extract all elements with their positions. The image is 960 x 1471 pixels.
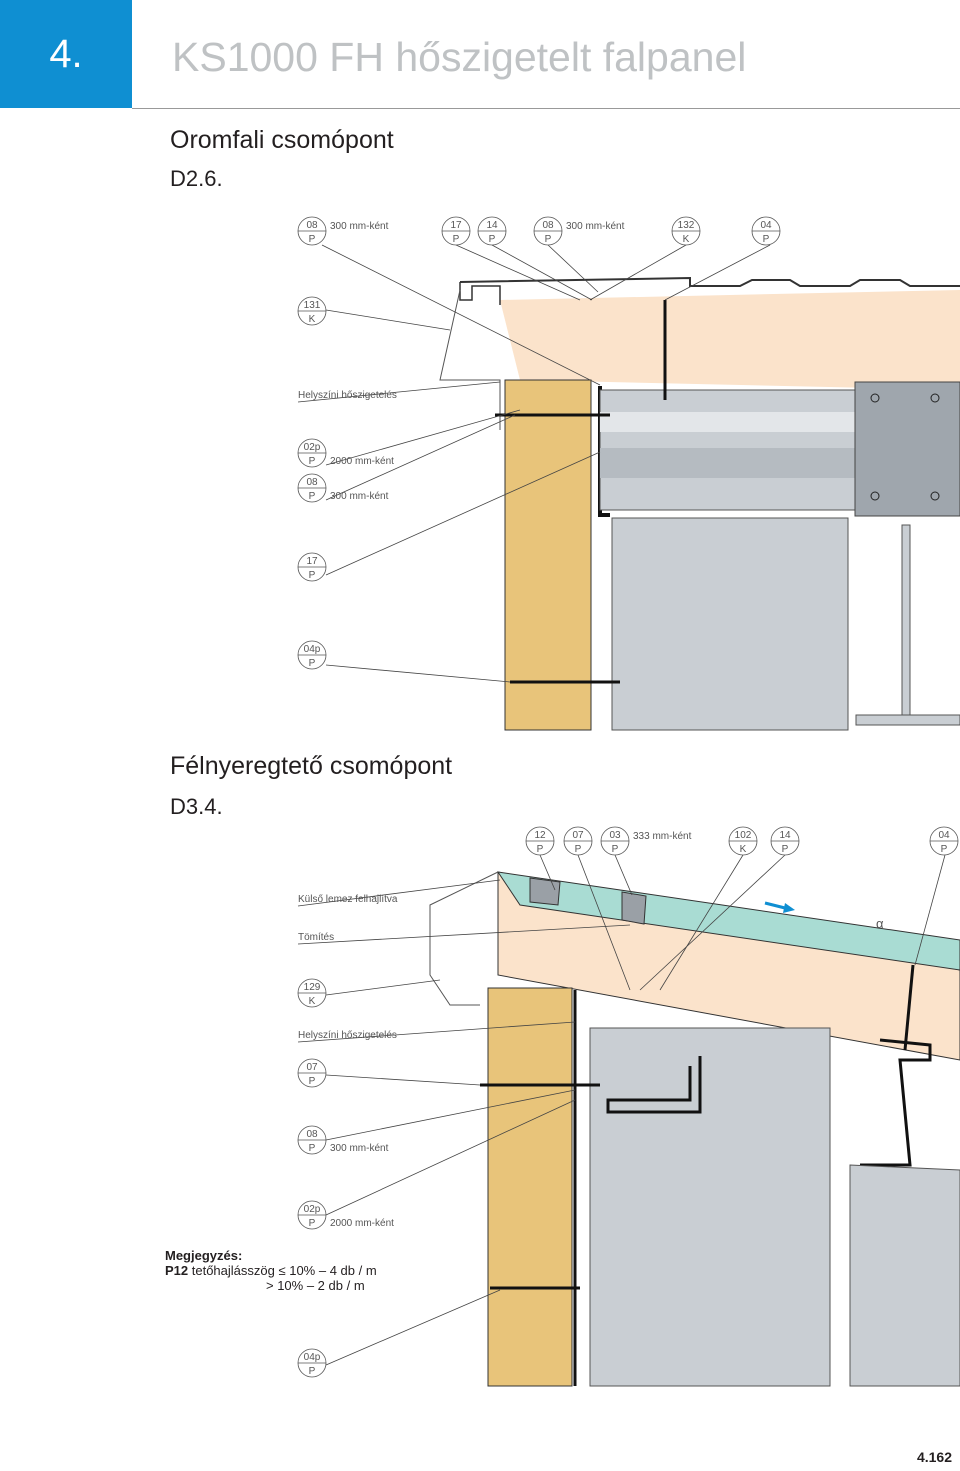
callout-14: 14 — [779, 830, 791, 841]
section1-heading: Oromfali csomópont — [170, 126, 394, 154]
callout-p: P — [453, 234, 460, 245]
label-tomites: Tömítés — [298, 932, 334, 943]
callout-p: P — [309, 456, 316, 467]
drawing-d26 — [297, 244, 960, 731]
callout-p: P — [309, 658, 316, 669]
callout-k: K — [740, 844, 747, 855]
callout-note: 300 mm-ként — [566, 221, 625, 232]
callout-p: P — [309, 1366, 316, 1377]
callout-p: P — [309, 491, 316, 502]
callout-p: P — [537, 844, 544, 855]
callout-k: K — [683, 234, 690, 245]
page-title: KS1000 FH hőszigetelt falpanel — [172, 34, 747, 80]
callout-132: 132 — [678, 220, 695, 231]
section1-code: D2.6. — [170, 166, 223, 191]
callout-08: 08 — [306, 220, 318, 231]
callout-04: 04 — [760, 220, 772, 231]
note-line-2: > 10% – 2 db / m — [266, 1278, 365, 1293]
section2-code: D3.4. — [170, 794, 223, 819]
callout-p: P — [612, 844, 619, 855]
callout-p: P — [309, 1143, 316, 1154]
section2-heading: Félnyeregtető csomópont — [170, 752, 453, 780]
callout-17: 17 — [450, 220, 462, 231]
callout-102: 102 — [735, 830, 752, 841]
callout-04: 04 — [938, 830, 950, 841]
label-helyszini: Helyszíni hőszigetelés — [298, 390, 397, 401]
chapter-number-box: 4. — [0, 0, 132, 108]
note-line-1: P12 tetőhajlásszög ≤ 10% – 4 db / m — [165, 1263, 377, 1278]
callout-p: P — [782, 844, 789, 855]
callout-12: 12 — [534, 830, 546, 841]
drawing-d34 — [297, 854, 960, 1387]
callout-note: 300 mm-ként — [330, 1143, 389, 1154]
label-helyszini: Helyszíni hőszigetelés — [298, 1030, 397, 1041]
callout-k: K — [309, 314, 316, 325]
note-block: Megjegyzés: P12 tetőhajlásszög ≤ 10% – 4… — [165, 1248, 377, 1293]
callout-p: P — [545, 234, 552, 245]
callout-02p: 02p — [304, 1204, 321, 1215]
callout-04p: 04p — [304, 1352, 321, 1363]
note-item-code: P12 — [165, 1263, 189, 1278]
callout-note: 300 mm-ként — [330, 491, 389, 502]
callout-note: 333 mm-ként — [633, 831, 692, 842]
callout-note: 2000 mm-ként — [330, 1218, 394, 1229]
callout-text-d26: 08 P 300 mm-ként 17 P 14 P 08 P 300 mm-k… — [298, 220, 772, 669]
callout-note: 300 mm-ként — [330, 221, 389, 232]
callout-14: 14 — [486, 220, 498, 231]
label-kulso-lemez: Külső lemez felhajlítva — [298, 894, 398, 905]
callout-129: 129 — [304, 982, 321, 993]
callout-p: P — [309, 1076, 316, 1087]
title-bar — [132, 0, 960, 109]
callout-04p: 04p — [304, 644, 321, 655]
callout-07: 07 — [572, 830, 584, 841]
callout-02p: 02p — [304, 442, 321, 453]
callout-p: P — [575, 844, 582, 855]
callout-p: P — [763, 234, 770, 245]
note-title: Megjegyzés: — [165, 1248, 243, 1263]
callout-17: 17 — [306, 556, 318, 567]
callout-07: 07 — [306, 1062, 318, 1073]
callout-p: P — [941, 844, 948, 855]
callout-k: K — [309, 996, 316, 1007]
callout-08: 08 — [306, 477, 318, 488]
callout-dividers-d34 — [298, 840, 958, 1364]
callout-p: P — [309, 234, 316, 245]
callout-08: 08 — [306, 1129, 318, 1140]
angle-alpha: α — [876, 916, 884, 931]
callout-text-d34: 12 P 07 P 03 P 333 mm-ként 102 K 14 P 04… — [298, 830, 950, 1377]
callout-03: 03 — [609, 830, 621, 841]
callout-p: P — [309, 570, 316, 581]
callout-08: 08 — [542, 220, 554, 231]
callout-dividers-d26 — [298, 230, 780, 656]
note-line-1-text: tetőhajlásszög ≤ 10% – 4 db / m — [188, 1263, 377, 1278]
callout-note: 2000 mm-ként — [330, 456, 394, 467]
callout-131: 131 — [304, 300, 321, 311]
callout-p: P — [309, 1218, 316, 1229]
page-number: 4.162 — [916, 1449, 952, 1465]
callout-p: P — [489, 234, 496, 245]
